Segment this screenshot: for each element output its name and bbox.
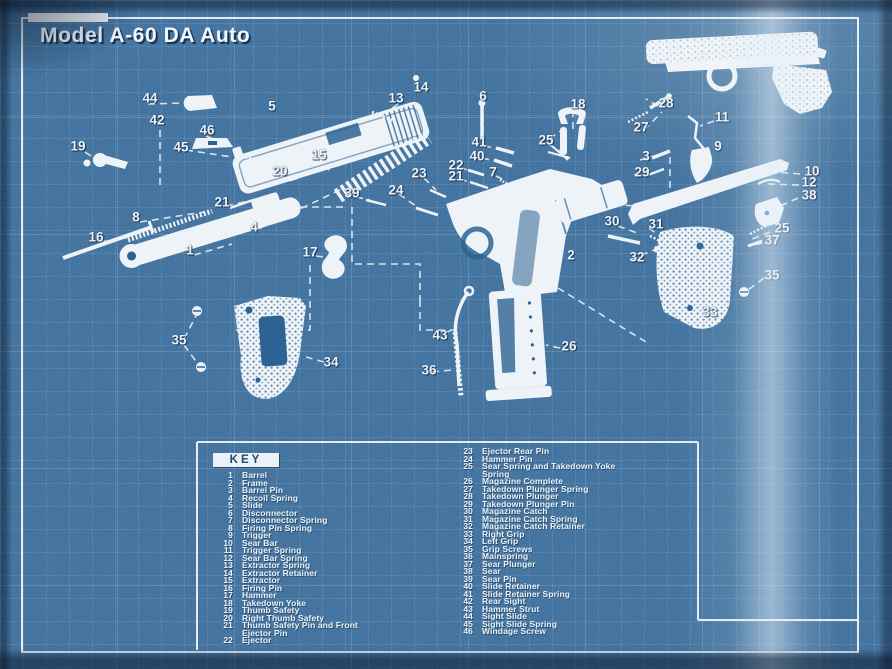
part-number-33: 33 xyxy=(702,305,718,320)
part-number-25: 25 xyxy=(538,133,554,148)
part-number-23: 23 xyxy=(411,166,427,181)
part-number-16: 16 xyxy=(88,230,104,245)
part-number-13: 13 xyxy=(388,91,404,106)
part-number-45: 45 xyxy=(173,140,189,155)
part-number-31: 31 xyxy=(648,217,664,232)
part-number-28: 28 xyxy=(658,96,674,111)
part-number-35: 35 xyxy=(171,333,187,348)
part-number-37: 37 xyxy=(764,233,779,248)
part-number-20: 20 xyxy=(272,164,287,179)
part-number-38: 38 xyxy=(801,188,817,203)
part-number-40: 40 xyxy=(469,149,484,164)
title-tab-bar xyxy=(28,13,108,22)
part-number-8: 8 xyxy=(132,210,140,225)
part-number-42: 42 xyxy=(149,113,164,128)
key-item: 46 Windage Screw xyxy=(449,626,691,636)
part-number-24: 24 xyxy=(388,183,404,198)
key-item-label: Ejector xyxy=(242,635,272,645)
part-number-32: 32 xyxy=(629,250,644,265)
part-number-5: 5 xyxy=(268,99,276,114)
part-number-36: 36 xyxy=(421,363,437,378)
part-number-30: 30 xyxy=(604,214,619,229)
part-number-27: 27 xyxy=(633,120,648,135)
key-item-number: 46 xyxy=(463,626,473,636)
part-number-17: 17 xyxy=(302,245,317,260)
part-number-11: 11 xyxy=(715,110,730,125)
part-number-35: 35 xyxy=(764,268,780,283)
part-number-34: 34 xyxy=(323,355,339,370)
part-number-2: 2 xyxy=(567,248,575,263)
part-number-18: 18 xyxy=(570,97,586,112)
key-item-label: Windage Screw xyxy=(482,626,547,636)
page-title: Model A-60 DA Auto xyxy=(40,24,251,47)
part-number-9: 9 xyxy=(714,139,722,154)
key-item-number: 22 xyxy=(223,635,233,645)
key-item-label: Sear Plunger xyxy=(482,558,536,569)
part-number-3: 3 xyxy=(642,149,650,164)
part-number-26: 26 xyxy=(561,339,577,354)
part-number-21: 21 xyxy=(448,169,464,184)
grip-screw-right-part xyxy=(739,287,749,297)
part-number-7: 7 xyxy=(489,165,497,180)
part-number-15: 15 xyxy=(311,148,327,163)
part-number-46: 46 xyxy=(199,123,215,138)
part-number-29: 29 xyxy=(634,165,649,180)
right-grip-part xyxy=(656,226,734,329)
key-item: 22 Ejector xyxy=(209,635,444,645)
part-number-39: 39 xyxy=(344,186,359,201)
key-heading: KEY xyxy=(213,453,279,467)
part-number-1: 1 xyxy=(186,243,194,258)
part-number-14: 14 xyxy=(413,80,429,95)
part-number-41: 41 xyxy=(471,135,487,150)
part-number-4: 4 xyxy=(250,220,258,235)
part-number-6: 6 xyxy=(479,89,487,104)
part-number-21: 21 xyxy=(214,195,230,210)
part-number-44: 44 xyxy=(142,91,158,106)
part-number-19: 19 xyxy=(70,139,85,154)
part-number-43: 43 xyxy=(432,328,448,343)
